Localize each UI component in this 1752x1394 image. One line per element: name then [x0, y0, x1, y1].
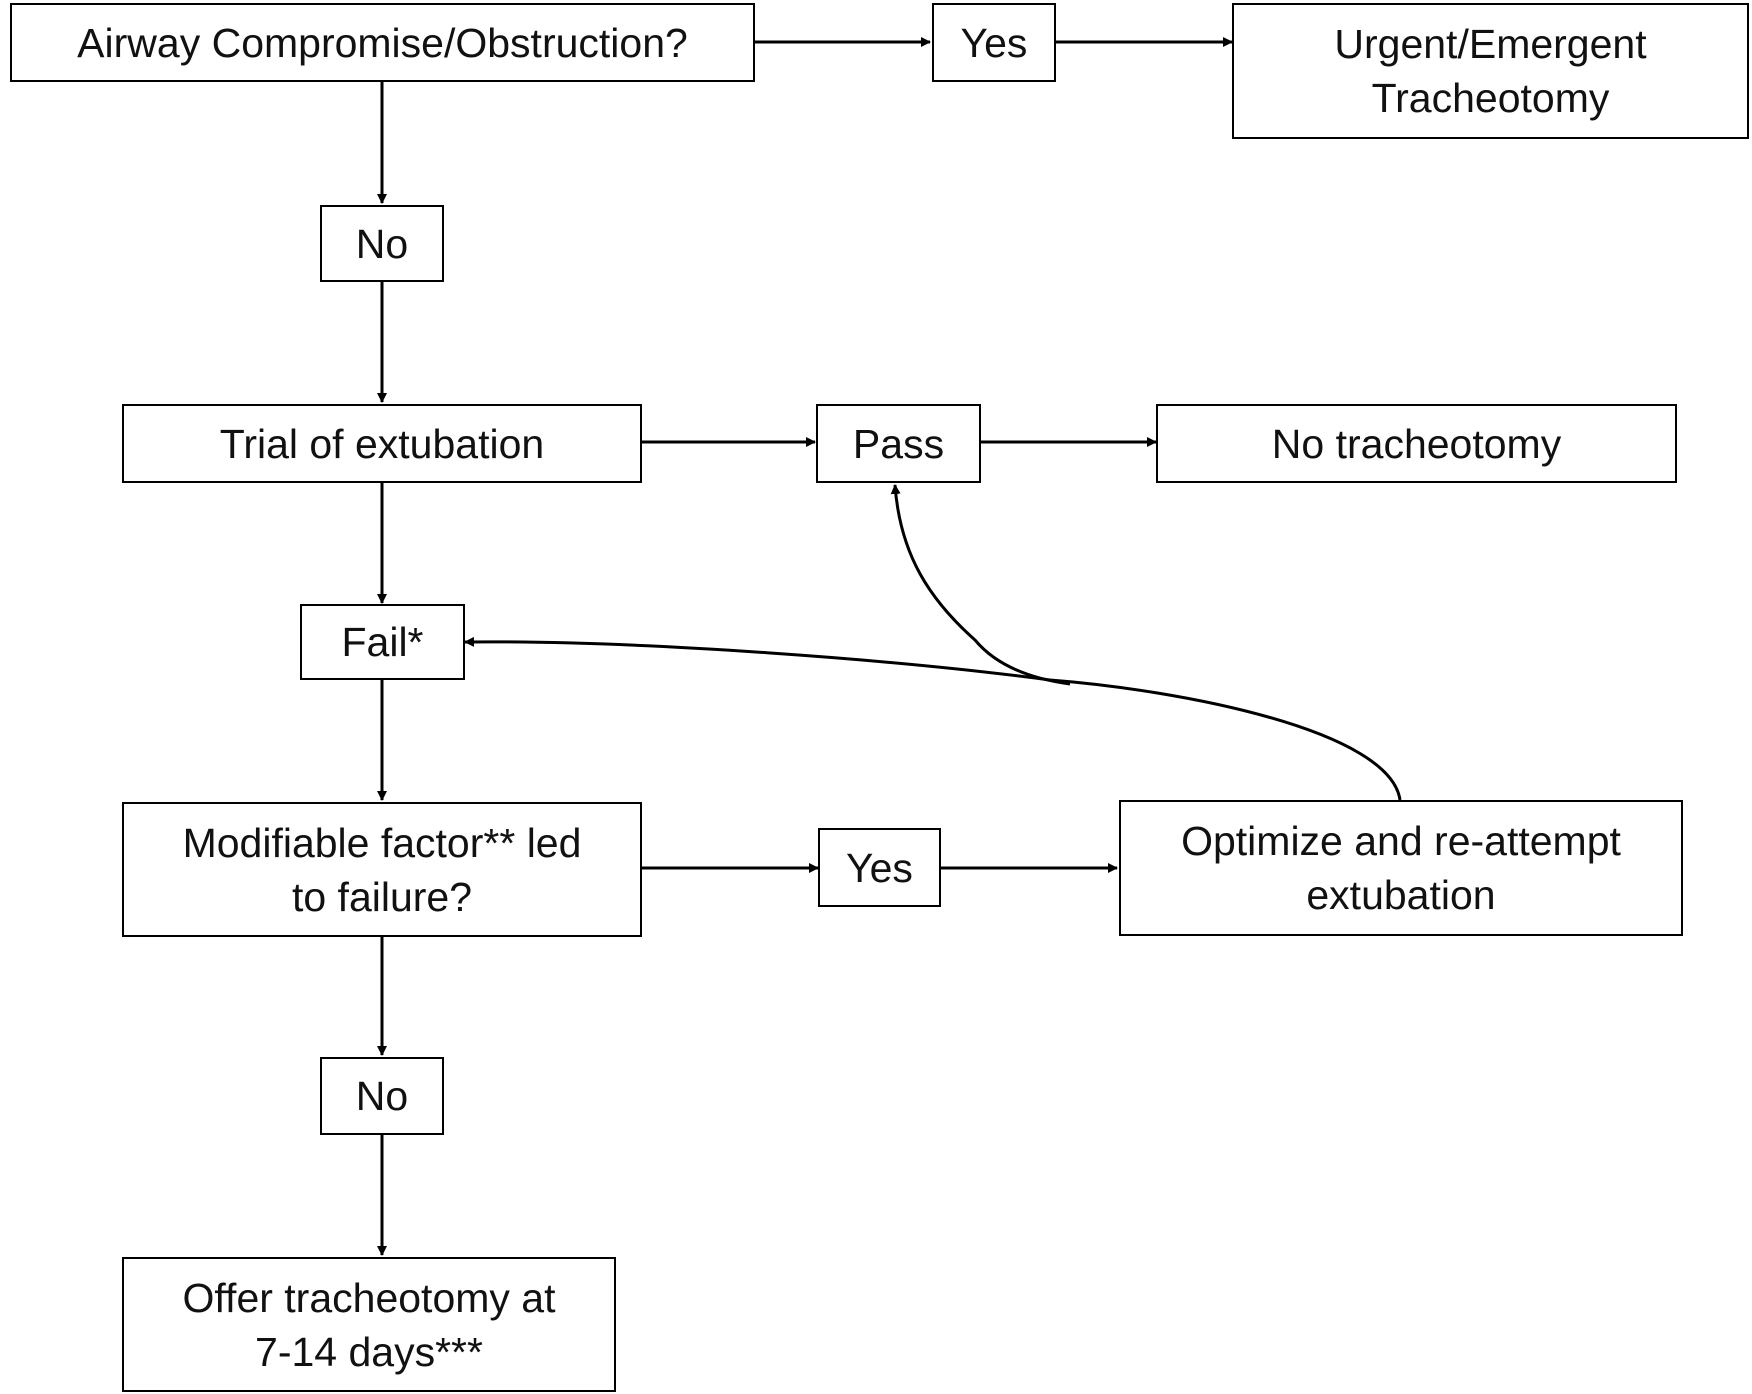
no-tracheotomy-box: No tracheotomy — [1156, 404, 1677, 483]
modifiable-factor-question: Modifiable factor** led to failure? — [122, 802, 642, 937]
airway-compromise-question: Airway Compromise/Obstruction? — [10, 3, 755, 82]
airway-yes-label: Yes — [960, 19, 1028, 66]
optimize-reattempt-label: Optimize and re-attempt extubation — [1181, 818, 1621, 918]
optimize-reattempt-box: Optimize and re-attempt extubation — [1119, 800, 1683, 936]
airway-no-label: No — [355, 220, 409, 267]
modifiable-yes-label: Yes — [846, 844, 913, 891]
airway-compromise-question-label: Airway Compromise/Obstruction? — [77, 19, 688, 66]
arrow-optimize-to-fail — [464, 636, 1402, 801]
modifiable-no-label: No — [355, 1073, 409, 1119]
fail-box: Fail* — [300, 604, 465, 680]
trial-of-extubation-label: Trial of extubation — [219, 420, 545, 467]
modifiable-factor-question-label: Modifiable factor** led to failure? — [182, 819, 582, 920]
offer-tracheotomy-box: Offer tracheotomy at 7-14 days*** — [122, 1257, 616, 1392]
pass-box: Pass — [816, 404, 981, 483]
pass-label: Pass — [852, 420, 945, 467]
fail-label: Fail* — [341, 619, 424, 665]
airway-no-box: No — [320, 205, 444, 282]
urgent-tracheotomy-label: Urgent/Emergent Tracheotomy — [1334, 21, 1647, 121]
modifiable-no-box: No — [320, 1057, 444, 1135]
offer-tracheotomy-label: Offer tracheotomy at 7-14 days*** — [182, 1274, 556, 1375]
trial-of-extubation-box: Trial of extubation — [122, 404, 642, 483]
airway-yes-box: Yes — [932, 3, 1056, 82]
arrow-optimize-to-pass — [890, 484, 1071, 686]
no-tracheotomy-label: No tracheotomy — [1271, 420, 1562, 467]
modifiable-yes-box: Yes — [818, 828, 941, 907]
urgent-tracheotomy-box: Urgent/Emergent Tracheotomy — [1232, 3, 1749, 139]
